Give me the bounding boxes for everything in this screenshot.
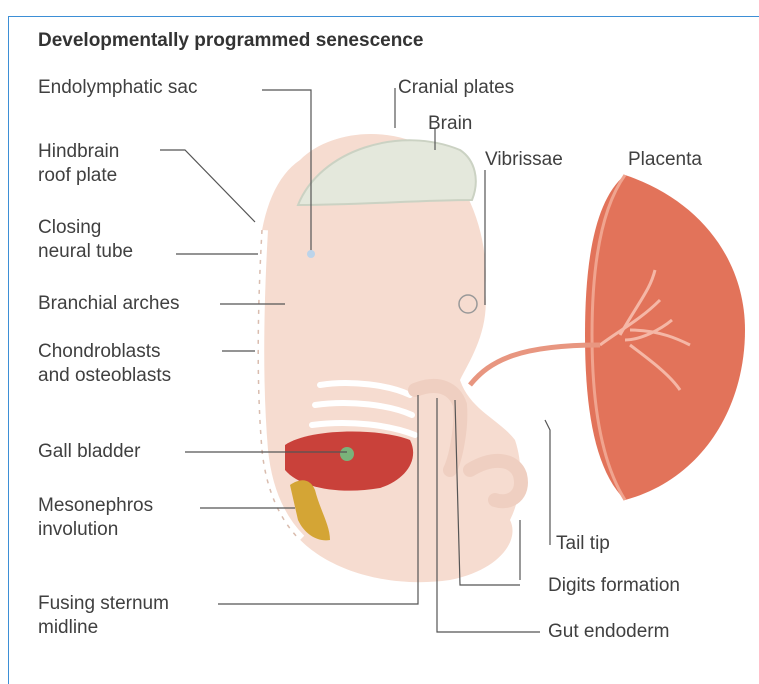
label-tail-tip: Tail tip — [556, 532, 610, 556]
label-closing-neural-tube: Closing neural tube — [38, 216, 133, 264]
label-hindbrain-roof-plate: Hindbrain roof plate — [38, 140, 119, 188]
umbilical-cord — [470, 345, 600, 385]
label-cranial-plates: Cranial plates — [398, 76, 514, 100]
label-gut-endoderm: Gut endoderm — [548, 620, 669, 644]
eye — [459, 295, 477, 313]
gall-bladder-mark — [340, 447, 354, 461]
label-fusing-sternum: Fusing sternum midline — [38, 592, 169, 640]
label-chondroblasts: Chondroblasts and osteoblasts — [38, 340, 171, 388]
label-digits-formation: Digits formation — [548, 574, 680, 598]
figure-title: Developmentally programmed senescence — [38, 30, 423, 52]
label-endolymphatic-sac: Endolymphatic sac — [38, 76, 197, 100]
label-gall-bladder: Gall bladder — [38, 440, 140, 464]
label-branchial-arches: Branchial arches — [38, 292, 180, 316]
label-vibrissae: Vibrissae — [485, 148, 563, 172]
label-brain: Brain — [428, 112, 472, 136]
label-placenta: Placenta — [628, 148, 702, 172]
label-mesonephros: Mesonephros involution — [38, 494, 153, 542]
